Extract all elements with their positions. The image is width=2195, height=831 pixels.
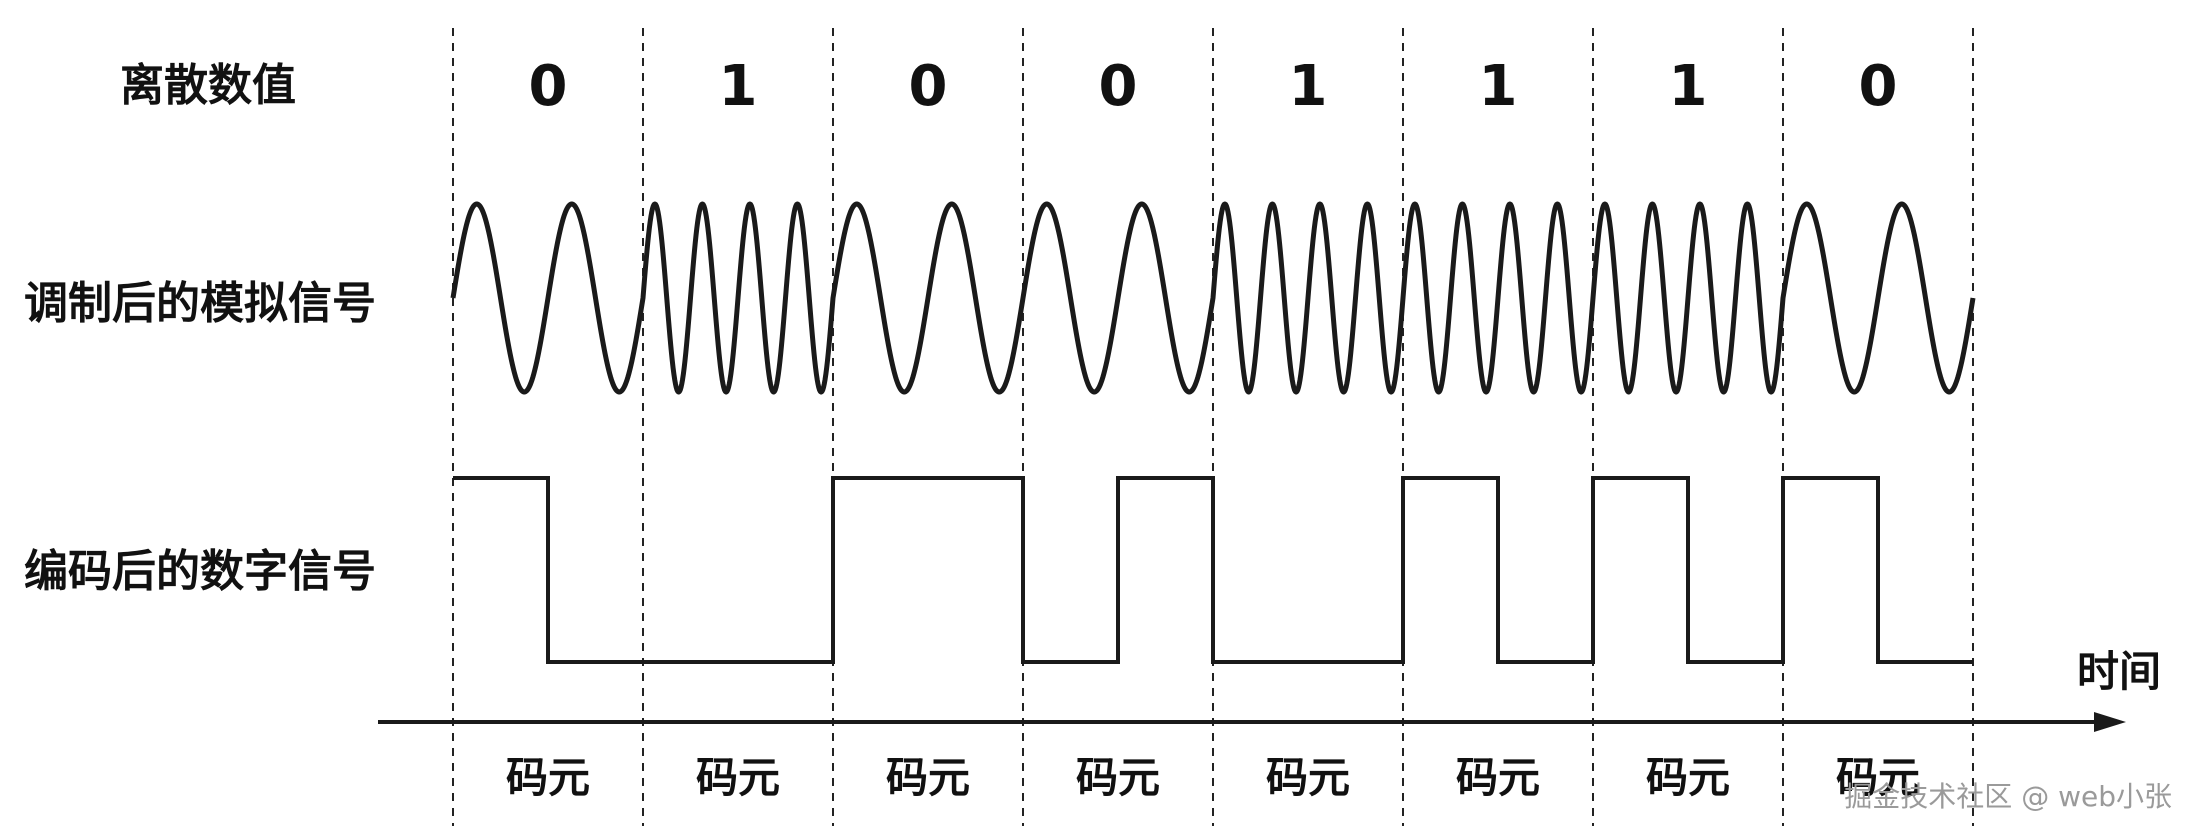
bit-value: 1 bbox=[1289, 54, 1328, 119]
encoded-digital-waveform bbox=[453, 476, 1973, 664]
symbol-labels: 码元 码元 码元 码元 码元 码元 码元 码元 bbox=[506, 753, 1920, 802]
bit-value: 0 bbox=[529, 54, 568, 119]
label-modulated-analog-signal: 调制后的模拟信号 bbox=[24, 278, 376, 329]
label-encoded-digital-signal: 编码后的数字信号 bbox=[24, 546, 376, 597]
symbol-dividers bbox=[452, 28, 1974, 826]
modulated-analog-waveform bbox=[450, 201, 1976, 395]
bit-value: 0 bbox=[909, 54, 948, 119]
symbol-label: 码元 bbox=[506, 753, 590, 802]
time-axis-label: 时间 bbox=[2077, 647, 2161, 696]
symbol-label: 码元 bbox=[1076, 753, 1160, 802]
symbol-label: 码元 bbox=[1646, 753, 1730, 802]
symbol-label: 码元 bbox=[886, 753, 970, 802]
bit-value: 1 bbox=[1669, 54, 1708, 119]
bit-value: 1 bbox=[719, 54, 758, 119]
symbol-label: 码元 bbox=[1836, 753, 1920, 802]
label-discrete-values: 离散数值 bbox=[120, 60, 296, 111]
bit-value: 0 bbox=[1099, 54, 1138, 119]
symbol-label: 码元 bbox=[1456, 753, 1540, 802]
bit-values: 0 1 0 0 1 1 1 0 bbox=[529, 54, 1898, 119]
symbol-label: 码元 bbox=[696, 753, 780, 802]
bit-value: 1 bbox=[1479, 54, 1518, 119]
time-axis-arrow-icon bbox=[2094, 712, 2126, 732]
bit-value: 0 bbox=[1859, 54, 1898, 119]
watermark-text: 掘金技术社区 @ web小张 bbox=[1844, 780, 2172, 813]
symbol-label: 码元 bbox=[1266, 753, 1350, 802]
